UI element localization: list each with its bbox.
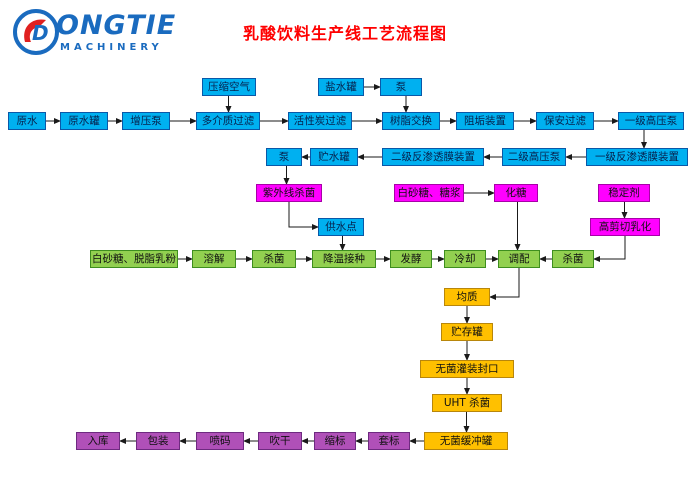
node-inkjet-code: 喷码 [196, 432, 244, 450]
node-blow-dry: 吹干 [258, 432, 302, 450]
node-sugar-milk-powder: 白砂糖、脱脂乳粉 [90, 250, 178, 268]
node-blending: 调配 [498, 250, 540, 268]
node-high-shear-emulsify: 高剪切乳化 [590, 218, 660, 236]
node-security-filter: 保安过滤 [536, 112, 594, 130]
node-raw-water-tank: 原水罐 [60, 112, 108, 130]
node-raw-water: 原水 [8, 112, 46, 130]
node-carbon-filter: 活性炭过滤 [288, 112, 352, 130]
node-dissolve: 溶解 [192, 250, 236, 268]
node-stage1-hp-pump: 一级高压泵 [618, 112, 684, 130]
node-antiscale-device: 阻垢装置 [456, 112, 514, 130]
logo-text: ONGTIE MACHINERY [56, 9, 177, 53]
node-sugar-melting: 化糖 [494, 184, 538, 202]
node-compressed-air: 压缩空气 [202, 78, 256, 96]
node-stabilizer: 稳定剂 [598, 184, 650, 202]
node-aseptic-buffer-tank: 无菌缓冲罐 [424, 432, 508, 450]
node-ro-stage1: 一级反渗透膜装置 [586, 148, 688, 166]
node-packing: 包装 [136, 432, 180, 450]
node-cool-inoculate: 降温接种 [312, 250, 376, 268]
edge-high-shear-emulsify-to-sterilize-2 [593, 236, 626, 262]
node-water-pump: 泵 [266, 148, 302, 166]
node-shrink-label: 缩标 [314, 432, 356, 450]
logo: D ONGTIE MACHINERY [12, 8, 176, 56]
node-sterilize-2: 杀菌 [552, 250, 594, 268]
node-brine-tank: 盐水罐 [318, 78, 364, 96]
node-ferment: 发酵 [390, 250, 432, 268]
node-stage2-hp-pump: 二级高压泵 [502, 148, 566, 166]
node-homogenize: 均质 [444, 288, 490, 306]
node-water-storage-tank: 贮水罐 [310, 148, 358, 166]
node-cooling: 冷却 [444, 250, 486, 268]
node-booster-pump: 增压泵 [122, 112, 170, 130]
node-sugar-syrup: 白砂糖、糖浆 [394, 184, 464, 202]
node-sleeve-label: 套标 [368, 432, 410, 450]
node-water-supply-point: 供水点 [318, 218, 364, 236]
node-storage-tank: 贮存罐 [441, 323, 493, 341]
node-multimedia-filter: 多介质过滤 [196, 112, 260, 130]
node-sterilize-1: 杀菌 [252, 250, 296, 268]
node-brine-pump: 泵 [380, 78, 422, 96]
node-resin-exchange: 树脂交换 [382, 112, 440, 130]
node-aseptic-filling: 无菌灌装封口 [420, 360, 514, 378]
node-uht-sterilize: UHT 杀菌 [432, 394, 502, 412]
node-ro-stage2: 二级反渗透膜装置 [382, 148, 484, 166]
brand-name: ONGTIE [56, 9, 177, 41]
node-warehouse: 入库 [76, 432, 120, 450]
node-uv-sterilizer: 紫外线杀菌 [256, 184, 322, 202]
logo-mark-icon: D [13, 9, 59, 55]
edge-blending-to-homogenize [489, 268, 520, 300]
brand-subtitle: MACHINERY [60, 41, 163, 53]
edge-uv-sterilizer-to-water-supply-point [288, 202, 319, 230]
svg-text:D: D [32, 21, 49, 45]
page-title: 乳酸饮料生产线工艺流程图 [242, 24, 447, 43]
